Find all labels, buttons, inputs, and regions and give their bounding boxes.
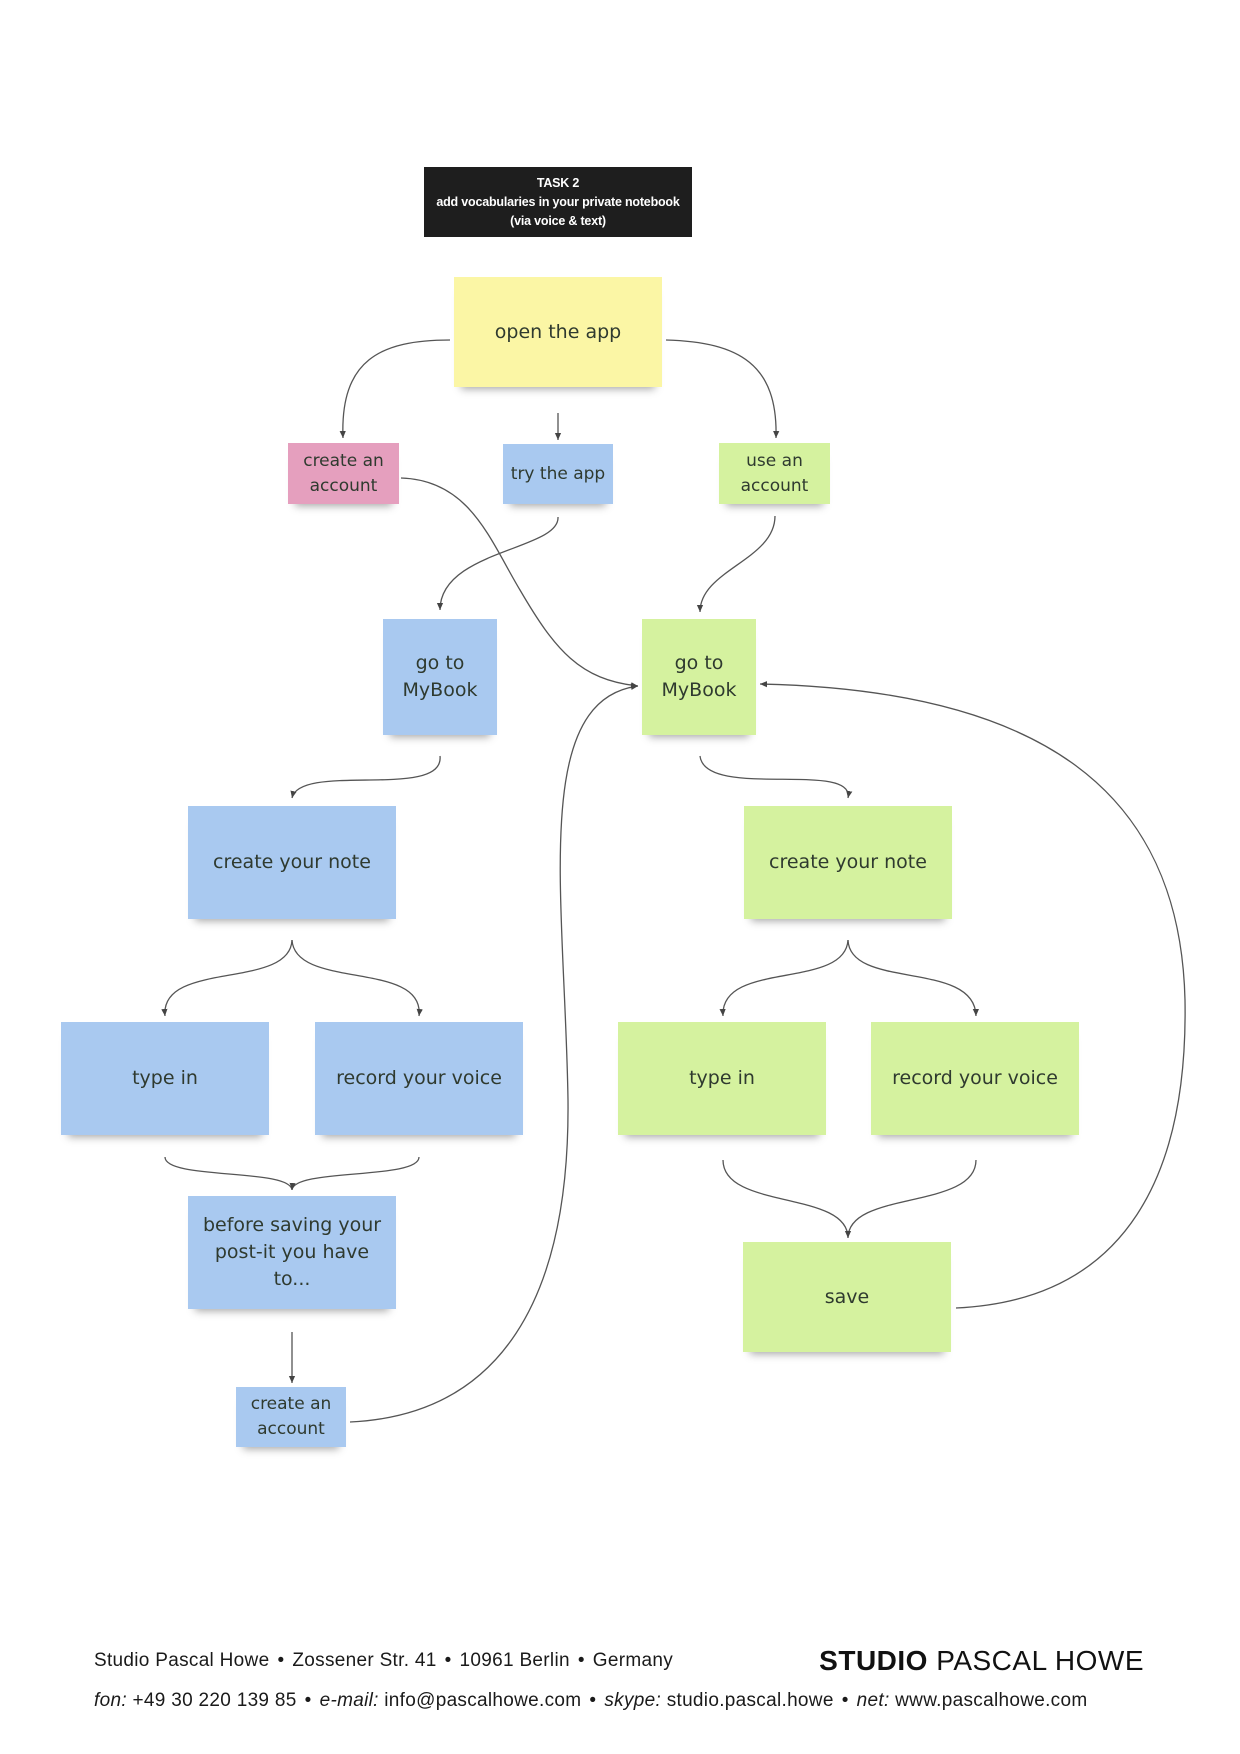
note-open-app[interactable]: open the app [454,277,662,387]
note-label: try the app [510,463,606,484]
bullet-separator: • [277,1650,285,1671]
task-number: TASK 2 [536,175,580,190]
task-title-box: TASK 2 add vocabularies in your private … [424,167,692,237]
arrow-create-account-to-mybook-green [400,477,639,689]
footer-address: Studio Pascal Howe • Zossener Str. 41 • 1096… [94,1650,673,1672]
brand-bold: STUDIO [819,1645,928,1676]
arrow-mybook-blue-to-create-note [290,755,441,799]
note-save[interactable]: save [743,1242,951,1352]
footer-street: Zossener Str. 41 [292,1650,437,1671]
note-label: create an [303,450,384,471]
footer-country: Germany [592,1650,674,1671]
note-label: save [824,1285,870,1308]
arrow-open-to-use-account [665,339,780,439]
fon-value: +49 30 220 139 85 [132,1690,297,1711]
note-goto-mybook-blue[interactable]: go to MyBook [383,619,497,735]
arrow-open-to-create-account [339,339,451,439]
bullet-separator: • [444,1650,452,1671]
note-record-voice-blue[interactable]: record your voice [315,1022,523,1135]
note-label: MyBook [661,679,737,701]
note-label: create an [250,1394,332,1414]
note-label: type in [689,1067,755,1089]
footer-contact: fon: +49 30 220 139 85 • e-mail: info@pasc… [94,1690,1087,1712]
note-create-account-top[interactable]: create an account [288,443,399,504]
bullet-separator: • [577,1650,585,1671]
note-create-note-green[interactable]: create your note [744,806,952,919]
arrow-note-blue-to-type-in [161,939,293,1017]
skype-label: skype: [604,1690,662,1711]
note-label: use an [746,450,803,471]
task-mode: (via voice & text) [510,213,606,228]
task-description: add vocabularies in your private noteboo… [436,194,680,209]
note-use-account[interactable]: use an account [719,443,830,504]
arrow-mybook-green-to-create-note [699,755,853,799]
bullet-separator: • [589,1690,597,1711]
email-label: e-mail: [319,1690,379,1711]
bullet-separator: • [841,1690,849,1711]
arrow-green-merge-to-save [722,1159,977,1238]
note-create-note-blue[interactable]: create your note [188,806,396,919]
fon-label: fon: [94,1690,127,1711]
note-type-in-green[interactable]: type in [618,1022,826,1135]
arrow-note-blue-to-record [291,939,423,1017]
arrow-use-account-to-mybook-green [696,515,776,613]
note-label: create your note [769,851,927,873]
note-label: go to [674,652,724,674]
arrow-blue-merge-to-before-saving [164,1156,420,1190]
footer-name: Studio Pascal Howe [94,1650,270,1671]
footer-city: 10961 Berlin [459,1650,570,1671]
note-label: post-it you have to... [214,1241,370,1290]
note-label: account [309,475,378,496]
note-label: before saving your [202,1214,382,1236]
note-before-saving[interactable]: before saving your post-it you have to..… [188,1196,396,1309]
skype-value[interactable]: studio.pascal.howe [666,1690,834,1711]
note-label: account [740,475,809,496]
note-label: open the app [494,320,622,343]
note-label: type in [132,1067,198,1089]
bullet-separator: • [304,1690,312,1711]
arrow-try-app-to-mybook-blue [436,516,559,611]
arrow-create-account-bottom-to-mybook-green [349,683,639,1423]
email-link[interactable]: info@pascalhowe.com [384,1690,582,1711]
website-link[interactable]: www.pascalhowe.com [895,1690,1088,1711]
note-record-voice-green[interactable]: record your voice [871,1022,1079,1135]
note-try-app[interactable]: try the app [503,444,613,504]
note-label: go to [415,652,465,674]
note-type-in-blue[interactable]: type in [61,1022,269,1135]
note-label: record your voice [892,1067,1058,1089]
note-goto-mybook-green[interactable]: go to MyBook [642,619,756,735]
studio-brand-logo: STUDIO PASCAL HOWE [819,1645,1144,1677]
note-label: MyBook [402,679,478,701]
arrow-save-to-mybook-green [759,681,1186,1309]
arrow-note-green-to-record [847,939,979,1017]
note-label: record your voice [336,1067,502,1089]
net-label: net: [856,1690,890,1711]
note-create-account-bottom[interactable]: create an account [236,1387,346,1447]
note-label: create your note [213,851,371,873]
note-label: account [257,1419,325,1439]
brand-light: PASCAL HOWE [936,1645,1144,1676]
arrow-note-green-to-type-in [719,939,849,1017]
